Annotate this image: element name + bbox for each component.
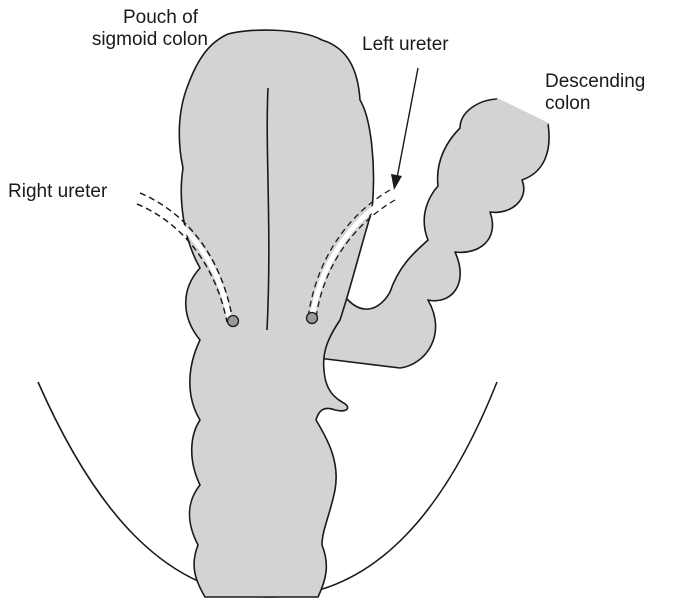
label-descending-line1: Descending	[545, 71, 645, 93]
left-ureter-pointer-line	[397, 68, 418, 178]
label-left-ureter: Left ureter	[362, 34, 449, 56]
label-right-ureter: Right ureter	[8, 181, 107, 203]
left-ureter-pointer-arrowhead	[391, 174, 402, 190]
label-descending-colon: Descending colon	[545, 71, 645, 115]
right-ureter-orifice	[228, 316, 239, 327]
label-pouch-line2: sigmoid colon	[48, 29, 208, 51]
label-pouch-of-sigmoid-colon: Pouch of sigmoid colon	[48, 7, 208, 51]
label-pouch-line1: Pouch of	[48, 7, 208, 29]
label-descending-line2: colon	[545, 93, 645, 115]
left-ureter-orifice	[307, 313, 318, 324]
